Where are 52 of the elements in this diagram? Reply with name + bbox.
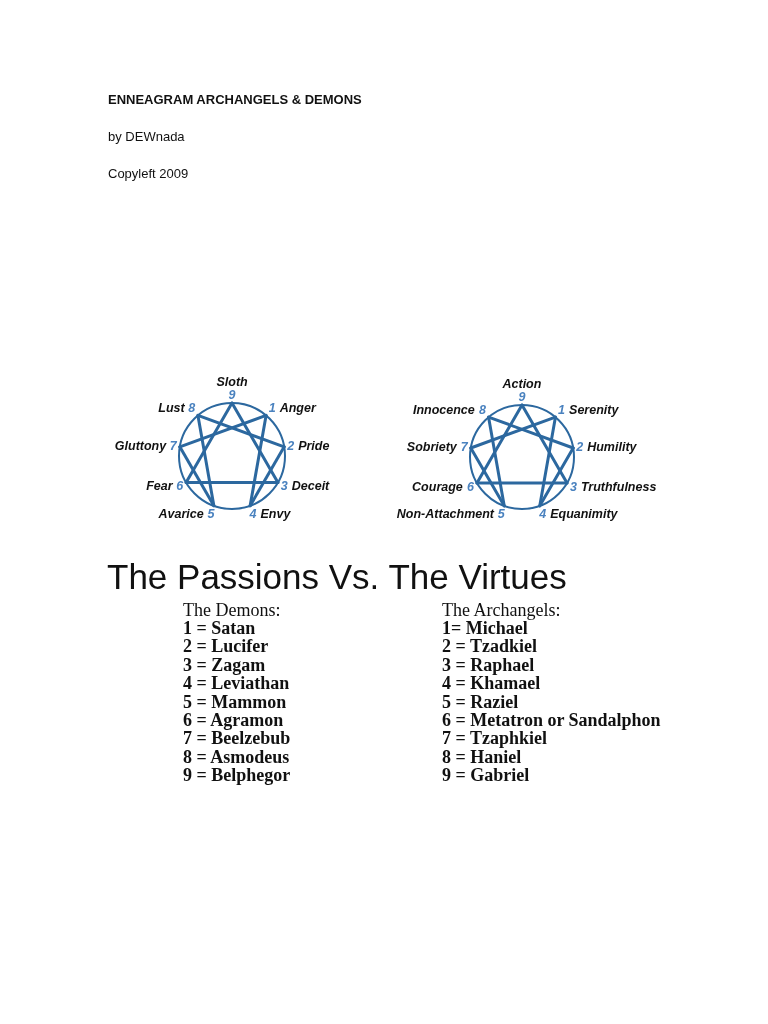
point-number: 7 [167,438,179,453]
point-label: Envy [260,506,291,521]
list-item: 1= Michael [442,619,528,637]
point-label: Fear [146,479,173,494]
page-title: ENNEAGRAM ARCHANGELS & DEMONS [108,92,362,108]
list-item: 9 = Gabriel [442,766,530,785]
point-label: Avarice [158,506,204,521]
list-item: 7 = Beelzebub [183,729,291,748]
point-label: Equanimity [550,506,618,521]
list-item: 7 = Tzaphkiel [442,729,547,748]
list-item: 6 = Agramon [183,711,284,729]
section-heading: The Passions Vs. The Virtues [107,557,567,597]
point-number: 4 [247,506,259,521]
point-label: Lust [158,401,185,416]
author-line: by DEWnada [108,129,185,145]
point-label: Anger [279,401,316,416]
point-number: 7 [458,439,470,454]
point-label: Sobriety [406,439,457,454]
list-item: 6 = Metatron or Sandalphon [442,711,661,729]
point-number: 2 [574,439,586,454]
list-item: 3 = Zagam [183,655,266,674]
list-item: 4 = Khamael [442,674,541,693]
list-heading: The Archangels: [442,601,561,619]
list-item: 5 = Raziel [442,692,519,711]
point-label: Innocence [412,402,475,417]
list-item: 8 = Asmodeus [183,747,290,766]
point-label: Sloth [216,375,248,389]
point-label: Serenity [569,402,619,417]
point-label: Deceit [291,479,330,494]
point-number: 4 [537,506,549,521]
point-number: 5 [205,506,217,521]
point-number: 9 [516,390,528,404]
copyright-line: Copyleft 2009 [108,166,189,182]
list-item: 3 = Raphael [442,655,535,674]
point-number: 2 [285,438,297,453]
list-item: 5 = Mammon [183,692,287,711]
list-item: 2 = Lucifer [183,637,269,656]
point-label: Truthfulness [580,479,657,494]
point-number: 9 [226,388,238,402]
point-label: Pride [298,438,330,453]
list-heading: The Demons: [183,601,281,619]
point-label: Non-Attachment [396,506,495,521]
point-number: 5 [495,506,507,521]
list-item: 2 = Tzadkiel [442,637,537,656]
point-label: Gluttony [114,438,167,453]
list-item: 8 = Haniel [442,747,522,766]
list-item: 9 = Belphegor [183,766,291,785]
point-label: Action [502,377,542,391]
point-label: Courage [412,479,463,494]
list-item: 1 = Satan [183,619,256,637]
point-label: Humility [587,439,637,454]
list-item: 4 = Leviathan [183,674,290,693]
